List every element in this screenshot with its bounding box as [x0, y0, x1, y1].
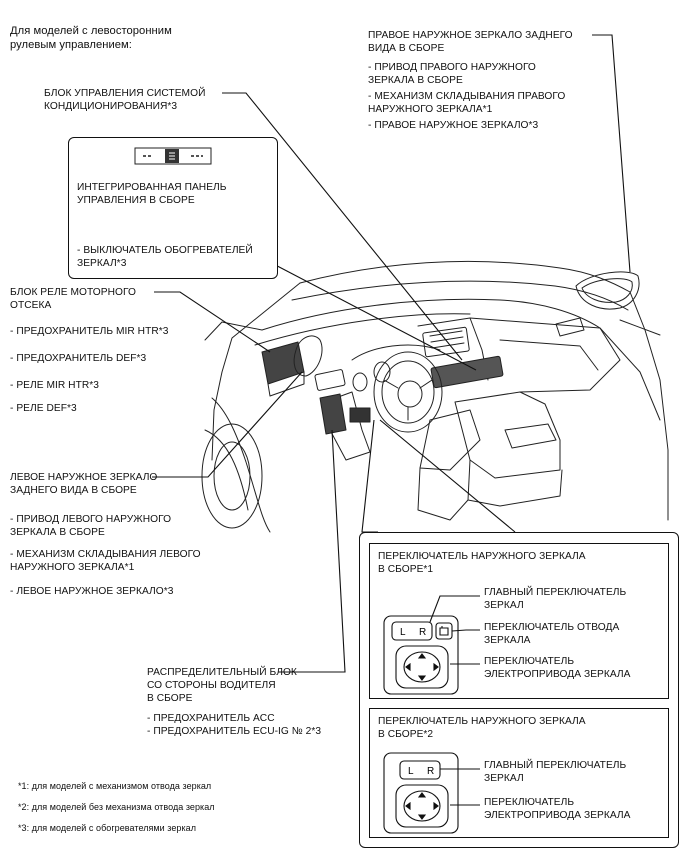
- right-mirror-drawing: [575, 271, 640, 310]
- switch2-drive-label: ПЕРЕКЛЮЧАТЕЛЬ: [484, 797, 575, 808]
- vent-right: [555, 317, 585, 337]
- switch2-drive-pad[interactable]: [395, 784, 449, 828]
- switch1-lr-selector[interactable]: [391, 621, 433, 641]
- footnote: *3: для моделей с обогревателями зеркал: [18, 823, 197, 833]
- right-mirror-item: - ПРИВОД ПРАВОГО НАРУЖНОГО: [368, 62, 536, 73]
- right-mirror-item: НАРУЖНОГО ЗЕРКАЛА*1: [368, 104, 493, 115]
- integrated-panel-callout: ИНТЕГРИРОВАННАЯ ПАНЕЛЬ УПРАВЛЕНИЯ В СБОР…: [68, 137, 278, 279]
- junction-block-title-3: В СБОРЕ: [147, 693, 193, 704]
- junction-block-item: - ПРЕДОХРАНИТЕЛЬ ECU-IG № 2*3: [147, 726, 322, 737]
- right-mirror-item: - ПРАВОЕ НАРУЖНОЕ ЗЕРКАЛО*3: [368, 120, 539, 131]
- heater-switch-icon: [134, 147, 212, 165]
- junction-block-item: - ПРЕДОХРАНИТЕЛЬ ACC: [147, 713, 275, 724]
- switch2-lr-selector[interactable]: [399, 760, 441, 780]
- retract-button[interactable]: [435, 622, 453, 640]
- switch2-panel: [383, 752, 459, 834]
- windshield-edge: [299, 260, 631, 293]
- switch1-main-label: ГЛАВНЫЙ ПЕРЕКЛЮЧАТЕЛЬ: [484, 587, 627, 598]
- switch1-key-r: R: [419, 627, 426, 638]
- relay-block-item: - РЕЛЕ MIR HTR*3: [10, 380, 99, 391]
- switch2-key-r: R: [427, 766, 434, 777]
- right-mirror-item: - МЕХАНИЗМ СКЛАДЫВАНИЯ ПРАВОГО: [368, 91, 566, 102]
- left-mirror-item: ЗЕРКАЛА В СБОРЕ: [10, 527, 105, 538]
- footnote: *2: для моделей без механизма отвода зер…: [18, 802, 215, 812]
- center-vent: [422, 326, 470, 358]
- footnote: *1: для моделей с механизмом отвода зерк…: [18, 781, 212, 791]
- leader-relay-block: [154, 291, 271, 353]
- left-mirror-item: НАРУЖНОГО ЗЕРКАЛА*1: [10, 562, 135, 573]
- leader-left-mirror: [152, 371, 303, 478]
- relay-block-item: - РЕЛЕ DEF*3: [10, 403, 77, 414]
- mirror-heater-switch-label: - ВЫКЛЮЧАТЕЛЬ ОБОГРЕВАТЕЛЕЙ: [77, 245, 253, 256]
- switch2-drawing: L R: [383, 752, 480, 834]
- integrated-panel-title: ИНТЕГРИРОВАННАЯ ПАНЕЛЬ: [77, 182, 227, 193]
- ac-block-label: БЛОК УПРАВЛЕНИЯ СИСТЕМОЙ: [44, 88, 206, 99]
- right-mirror-title: ПРАВОЕ НАРУЖНОЕ ЗЕРКАЛО ЗАДНЕГО: [368, 30, 573, 41]
- integrated-panel-drawing: [430, 355, 504, 389]
- mirror-switch-variant-1: ПЕРЕКЛЮЧАТЕЛЬ НАРУЖНОГО ЗЕРКАЛА В СБОРЕ*…: [369, 543, 669, 699]
- page-subtitle: рулевым управлением:: [10, 39, 132, 51]
- leader-ac-block: [222, 92, 463, 361]
- switch1-panel: [383, 615, 459, 695]
- switch2-drive-label-2: ЭЛЕКТРОПРИВОДА ЗЕРКАЛА: [484, 810, 631, 821]
- ac-block-label-2: КОНДИЦИОНИРОВАНИЯ*3: [44, 101, 178, 112]
- switch1-drive-label: ПЕРЕКЛЮЧАТЕЛЬ: [484, 656, 575, 667]
- relay-block-title-2: ОТСЕКА: [10, 300, 52, 311]
- dashboard-top: [261, 298, 601, 331]
- left-mirror-item: - ЛЕВОЕ НАРУЖНОЕ ЗЕРКАЛО*3: [10, 586, 174, 597]
- junction-block-title-2: СО СТОРОНЫ ВОДИТЕЛЯ: [147, 680, 276, 691]
- switch2-main-label-2: ЗЕРКАЛ: [484, 773, 524, 784]
- left-mirror-item: - ПРИВОД ЛЕВОГО НАРУЖНОГО: [10, 514, 172, 525]
- relay-block-item: - ПРЕДОХРАНИТЕЛЬ DEF*3: [10, 353, 147, 364]
- switch1-title: ПЕРЕКЛЮЧАТЕЛЬ НАРУЖНОГО ЗЕРКАЛА: [378, 551, 586, 562]
- switch1-drive-pad[interactable]: [395, 645, 449, 689]
- switch1-drawing: L R: [383, 595, 480, 695]
- junction-block-drawing: [319, 393, 347, 435]
- switch2-title-2: В СБОРЕ*2: [378, 729, 434, 740]
- left-mirror-drawing: [293, 335, 323, 377]
- mirror-switch-variant-2: ПЕРЕКЛЮЧАТЕЛЬ НАРУЖНОГО ЗЕРКАЛА В СБОРЕ*…: [369, 708, 669, 838]
- switch1-drive-label-2: ЭЛЕКТРОПРИВОДА ЗЕРКАЛА: [484, 669, 631, 680]
- leader-integrated-panel: [261, 257, 477, 371]
- switch1-title-2: В СБОРЕ*1: [378, 564, 434, 575]
- front-left-wheel: [201, 423, 263, 529]
- left-mirror-title-2: ЗАДНЕГО ВИДА В СБОРЕ: [10, 485, 137, 496]
- leader-right-mirror: [592, 34, 631, 273]
- switch2-title: ПЕРЕКЛЮЧАТЕЛЬ НАРУЖНОГО ЗЕРКАЛА: [378, 716, 586, 727]
- switch2-key-l: L: [408, 766, 414, 777]
- integrated-panel-title-2: УПРАВЛЕНИЯ В СБОРЕ: [77, 195, 195, 206]
- switch1-retract-label-2: ЗЕРКАЛА: [484, 635, 531, 646]
- steering-wheel: [373, 351, 443, 433]
- page-title: Для моделей с левосторонним: [10, 25, 172, 37]
- leader-junction-block: [278, 429, 346, 673]
- right-mirror-title-2: ВИДА В СБОРЕ: [368, 43, 445, 54]
- center-console: [454, 391, 561, 479]
- switch2-main-label: ГЛАВНЫЙ ПЕРЕКЛЮЧАТЕЛЬ: [484, 760, 627, 771]
- junction-block-title: РАСПРЕДЕЛИТЕЛЬНЫЙ БЛОК: [147, 667, 297, 678]
- mirror-switch-drawing: [349, 407, 371, 423]
- left-mirror-item: - МЕХАНИЗМ СКЛАДЫВАНИЯ ЛЕВОГО: [10, 549, 201, 560]
- right-mirror-item: ЗЕРКАЛА В СБОРЕ: [368, 75, 463, 86]
- switch1-key-l: L: [400, 627, 406, 638]
- relay-block-item: - ПРЕДОХРАНИТЕЛЬ MIR HTR*3: [10, 326, 169, 337]
- switch1-retract-label: ПЕРЕКЛЮЧАТЕЛЬ ОТВОДА: [484, 622, 620, 633]
- switch1-main-label-2: ЗЕРКАЛ: [484, 600, 524, 611]
- relay-block-drawing: [261, 341, 305, 385]
- relay-block-title: БЛОК РЕЛЕ МОТОРНОГО: [10, 287, 136, 298]
- left-mirror-title: ЛЕВОЕ НАРУЖНОЕ ЗЕРКАЛО: [10, 472, 158, 483]
- mirror-heater-switch-label-2: ЗЕРКАЛ*3: [77, 258, 127, 269]
